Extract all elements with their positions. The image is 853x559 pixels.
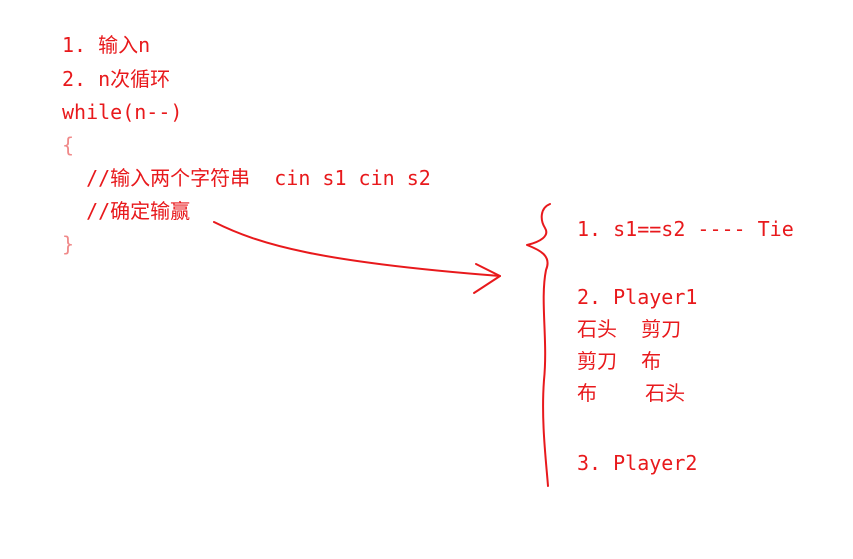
case-2-row-3: 布 石头 [577, 381, 686, 405]
case-2-title: 2. Player1 [577, 285, 698, 309]
step-2-text: 2. n次循环 [62, 67, 171, 91]
arrow-curve [213, 221, 501, 277]
comment-decide-line: //确定输赢 [62, 199, 191, 223]
case-2-row-1: 石头 剪刀 [577, 317, 682, 341]
case-2-row-2: 剪刀 布 [577, 349, 662, 373]
case-3-title: 3. Player2 [577, 451, 698, 475]
close-brace: } [62, 232, 75, 256]
step-1-text: 1. 输入n [62, 33, 151, 57]
large-brace [526, 203, 551, 487]
comment-input-line: //输入两个字符串 cin s1 cin s2 [62, 166, 431, 190]
case-1-tie: 1. s1==s2 ---- Tie [577, 217, 794, 241]
while-line: while(n--) [62, 100, 183, 124]
arrow-head [473, 263, 501, 294]
open-brace: { [62, 133, 75, 157]
